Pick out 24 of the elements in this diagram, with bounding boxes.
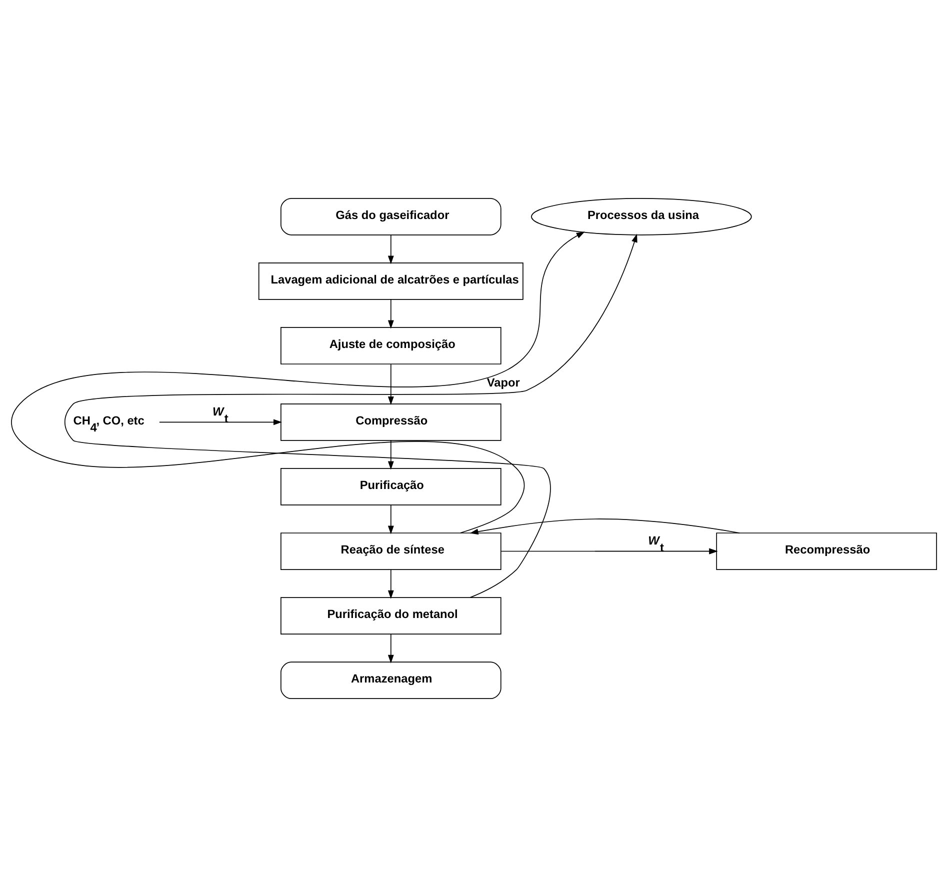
node-box: Compressão: [280, 403, 502, 440]
arrow: [388, 633, 394, 663]
arrow: [388, 440, 394, 470]
node-ellipse: Processos da usina: [531, 197, 752, 235]
node-box: Purificação: [280, 468, 502, 505]
edge-label: Vapor: [486, 374, 520, 389]
node-box: Purificação do metanol: [280, 596, 502, 634]
arrow: [388, 298, 394, 328]
arrow: [470, 518, 740, 534]
arrow: [388, 568, 394, 598]
arrow: [64, 233, 638, 598]
node-box: Ajuste de composição: [280, 326, 502, 364]
node-box: Armazenagem: [280, 661, 502, 699]
arrow: [388, 504, 394, 534]
arrow: [159, 418, 282, 425]
node-box: Recompressão: [716, 532, 937, 570]
arrow: [388, 234, 394, 264]
arrow: [388, 363, 394, 405]
node-box: Lavagem adicional de alcatrões e partículas: [258, 262, 524, 300]
node-box: Gás do gaseificador: [280, 197, 502, 235]
arrow: [500, 548, 718, 554]
arrow: [11, 231, 585, 533]
node-box: Reação de síntese: [280, 532, 502, 570]
arrow: [594, 548, 718, 554]
